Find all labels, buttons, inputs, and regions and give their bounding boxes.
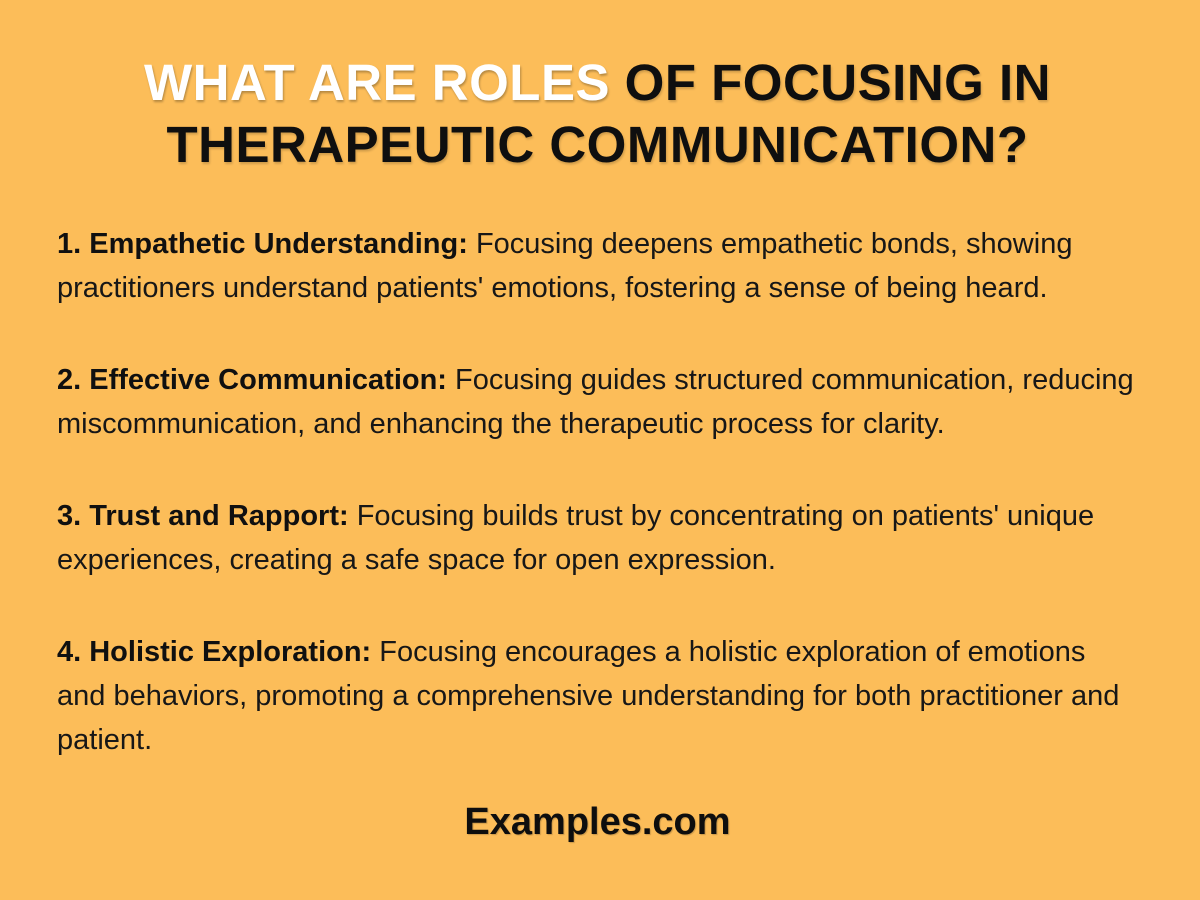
brand-wordmark: Examples.com	[464, 801, 731, 843]
page-title: WHAT ARE ROLES OF FOCUSING IN THERAPEUTI…	[88, 52, 1108, 176]
page-title-highlight: WHAT ARE ROLES	[144, 54, 610, 111]
list-item-text: Focusing builds trust by concentrating o…	[57, 500, 1095, 577]
roles-list: 1. Empathetic Understanding: Focusing de…	[57, 222, 1138, 762]
page-title-rest: OF FOCUSING IN THERAPEUTIC COMMUNICATION…	[166, 54, 1051, 174]
list-item-text: Focusing encourages a holistic explorati…	[57, 636, 1120, 757]
list-item-text: Focusing deepens empathetic bonds, showi…	[57, 228, 1073, 305]
list-item-trust-and-rapport: 3. Trust and Rapport: Focusing builds tr…	[57, 494, 1138, 582]
list-item-label: 2. Effective Communication:	[57, 364, 447, 397]
list-item-label: 1. Empathetic Understanding:	[57, 228, 468, 261]
list-item-label: 3. Trust and Rapport:	[57, 500, 349, 533]
list-item-effective-communication: 2. Effective Communication: Focusing gui…	[57, 358, 1138, 446]
list-item-empathetic-understanding: 1. Empathetic Understanding: Focusing de…	[57, 222, 1138, 310]
list-item-holistic-exploration: 4. Holistic Exploration: Focusing encour…	[57, 630, 1138, 762]
list-item-text: Focusing guides structured communication…	[57, 364, 1134, 441]
list-item-label: 4. Holistic Exploration:	[57, 636, 372, 669]
